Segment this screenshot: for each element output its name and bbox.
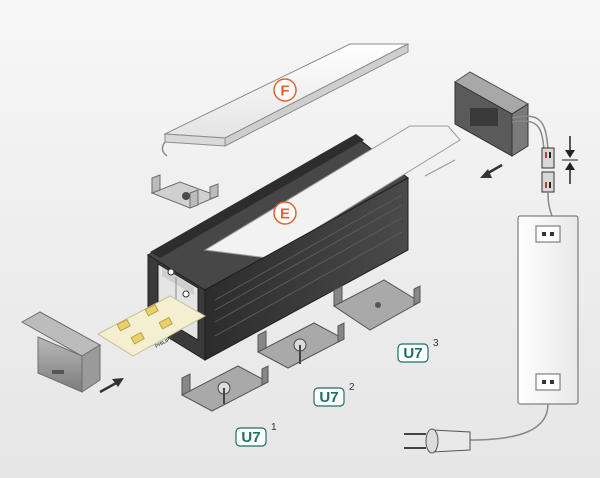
mounting-clip-u7-2 [256, 322, 346, 369]
mains-cable [469, 403, 549, 441]
led-driver [517, 215, 579, 405]
mounting-bracket [150, 174, 220, 209]
label-circle-f: F [273, 78, 297, 102]
plug-connector-top [541, 147, 555, 169]
insert-arrow-right [480, 163, 503, 178]
plug-connector-bottom [541, 171, 555, 193]
svg-text:U7: U7 [403, 345, 422, 362]
badge-u7-2: U7 2 [313, 382, 355, 407]
svg-text:3: 3 [433, 338, 439, 349]
svg-text:U7: U7 [319, 389, 338, 406]
driver-input-cable [547, 191, 553, 217]
mains-plug [404, 428, 471, 454]
insert-arrow-left [99, 378, 124, 394]
svg-text:F: F [280, 83, 289, 100]
cable [424, 115, 549, 177]
svg-text:E: E [280, 206, 290, 223]
svg-text:2: 2 [349, 382, 355, 393]
connect-arrows-icon [562, 136, 578, 184]
end-cap-left [20, 311, 101, 393]
mounting-clip-u7-3 [333, 279, 421, 331]
svg-text:1: 1 [271, 422, 277, 433]
badge-u7-1: U7 1 [235, 422, 277, 447]
label-circle-e: E [273, 201, 297, 225]
end-cap-right [454, 71, 529, 157]
badge-u7-3: U7 3 [397, 338, 439, 363]
svg-text:U7: U7 [241, 429, 260, 446]
aluminium-profile-e [147, 125, 461, 361]
mounting-clip-u7-1 [180, 365, 270, 412]
